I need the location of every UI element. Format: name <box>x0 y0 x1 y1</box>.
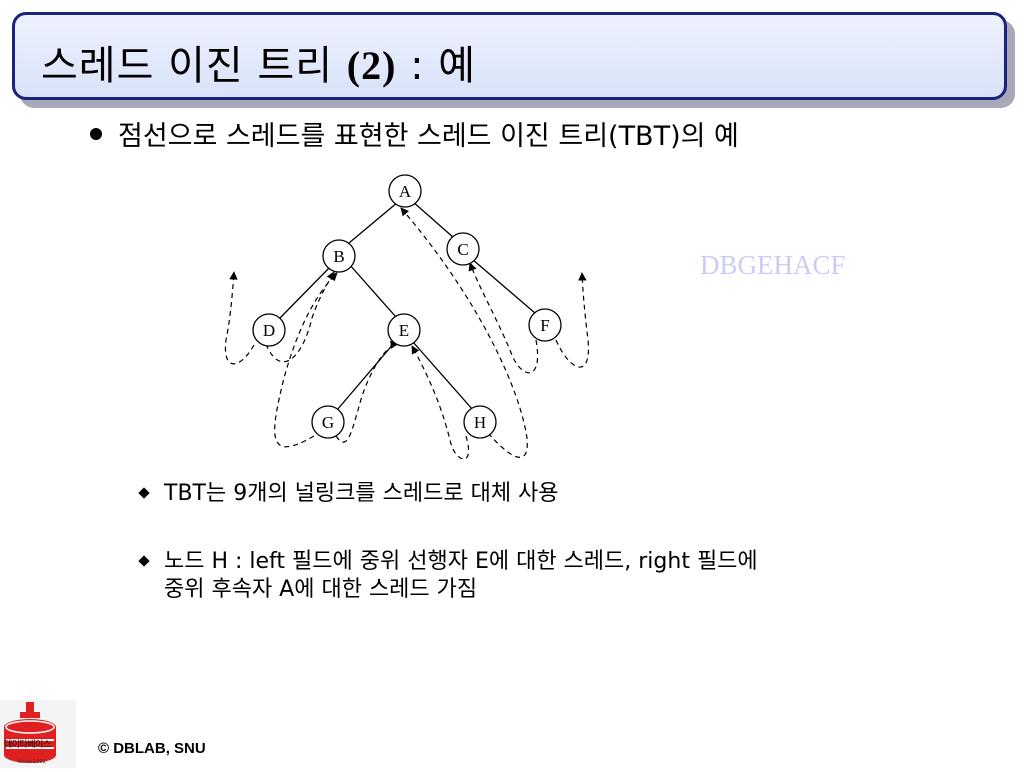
tree-node-B: B <box>322 239 356 273</box>
tree-node-G: G <box>311 405 345 439</box>
logo-since: Since 1992 <box>18 759 46 765</box>
footer-copyright: © DBLAB, SNU <box>98 740 206 757</box>
tree-node-H: H <box>463 405 497 439</box>
edge-C-F <box>471 258 536 314</box>
tree-node-C: C <box>446 232 480 266</box>
diamond-bullet-icon <box>138 487 150 499</box>
thread-F-left-C <box>468 262 539 374</box>
database-logo-icon <box>0 700 76 768</box>
node-label-D: D <box>263 321 275 340</box>
slide-title: 스레드 이진 트리 (2) : 예 <box>41 33 476 91</box>
bullet-dot-icon <box>90 128 102 140</box>
dblab-logo: 데이타베이스 Since 1992 <box>0 700 76 768</box>
thread-H-left-E <box>411 345 470 460</box>
node-label-H: H <box>474 413 486 432</box>
tree-node-F: F <box>528 308 562 342</box>
edge-E-G <box>336 341 396 411</box>
edge-A-C <box>411 200 455 239</box>
thread-G-right-E <box>335 340 399 443</box>
node-label-E: E <box>399 321 409 340</box>
edge-B-E <box>348 263 397 318</box>
node-label-F: F <box>540 316 549 335</box>
title-main: 스레드 이진 트리 <box>41 43 334 89</box>
thread-H-right-A <box>400 207 528 458</box>
main-bullet-text: 점선으로 스레드를 표현한 스레드 이진 트리(TBT)의 예 <box>118 121 739 152</box>
edge-A-B <box>348 201 399 244</box>
inorder-traversal-label: DBGEHACF <box>700 250 846 280</box>
node-label-B: B <box>333 247 344 266</box>
title-banner: 스레드 이진 트리 (2) : 예 <box>12 12 1007 100</box>
edge-E-H <box>412 341 474 411</box>
diamond-bullet-icon <box>138 555 150 567</box>
sub-bullet-2-line2: 중위 후속자 A에 대한 스레드 가짐 <box>164 577 478 602</box>
sub-bullet-1-text: TBT는 9개의 널링크를 스레드로 대체 사용 <box>164 481 559 506</box>
thread-G-left-B <box>274 272 338 448</box>
node-label-A: A <box>399 182 412 201</box>
node-label-C: C <box>457 240 468 259</box>
tree-node-E: E <box>387 313 421 347</box>
sub-bullet-2-line1: 노드 H : left 필드에 중위 선행자 E에 대한 스레드, right … <box>164 549 758 574</box>
tree-nodes: A B C D E F G H <box>252 174 562 439</box>
tree-node-A: A <box>388 174 422 208</box>
sub-bullet-2: 노드 H : left 필드에 중위 선행자 E에 대한 스레드, right … <box>138 548 758 604</box>
title-paren: (2) <box>346 43 397 88</box>
node-label-G: G <box>322 413 334 432</box>
thread-D-left <box>224 271 255 365</box>
tree-edges <box>279 200 536 411</box>
thread-links <box>224 207 590 460</box>
main-bullet: 점선으로 스레드를 표현한 스레드 이진 트리(TBT)의 예 <box>90 114 739 153</box>
title-tail: : 예 <box>396 43 477 89</box>
edge-B-D <box>279 265 332 319</box>
tree-node-D: D <box>252 313 286 347</box>
sub-bullet-1: TBT는 9개의 널링크를 스레드로 대체 사용 <box>138 480 559 508</box>
logo-text: 데이타베이스 <box>4 740 51 750</box>
